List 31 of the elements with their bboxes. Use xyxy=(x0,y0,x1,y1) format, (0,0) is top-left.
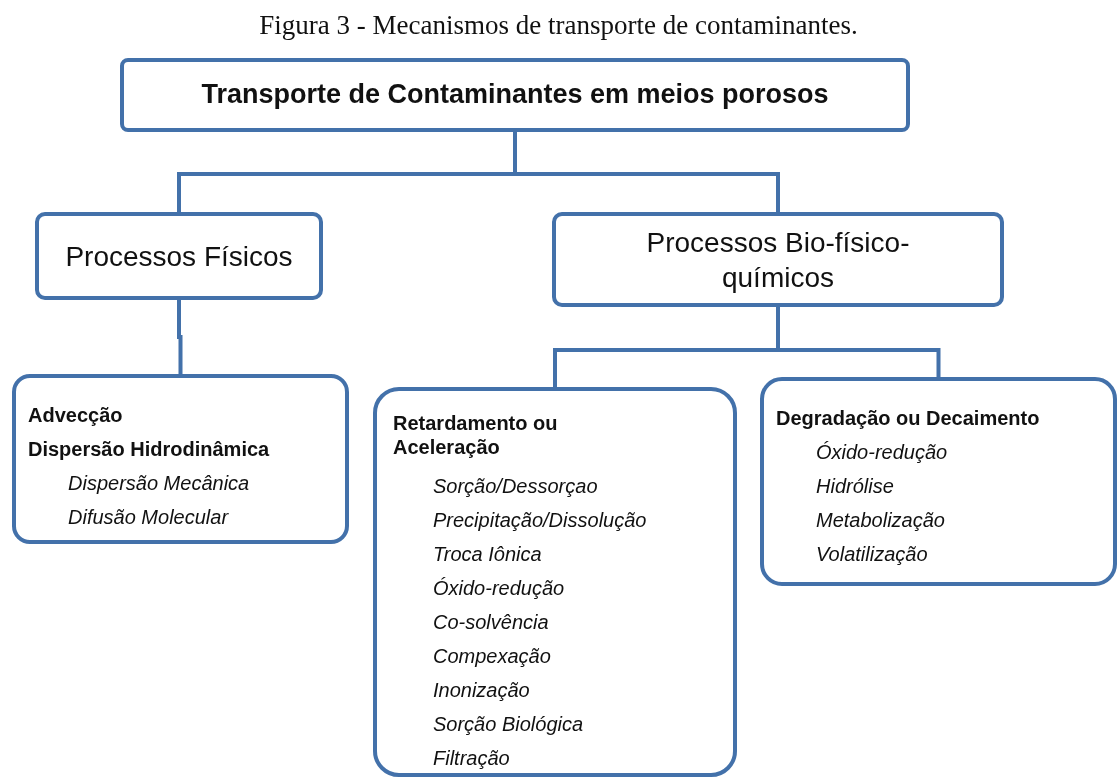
mechanism-item: Compexação xyxy=(432,644,552,669)
group-heading: Dispersão Hidrodinâmica xyxy=(28,437,271,462)
process-list-box xyxy=(760,377,1117,586)
category-box xyxy=(35,212,323,300)
connector-line xyxy=(776,305,941,379)
mechanism-item: Hidrólise xyxy=(815,474,895,499)
mechanism-item: Inonização xyxy=(432,678,531,703)
process-list-box xyxy=(373,387,737,777)
mechanism-item: Filtração xyxy=(432,746,511,771)
mechanism-item: Troca Iônica xyxy=(432,542,543,567)
mechanism-item: Metabolização xyxy=(815,508,946,533)
mechanism-item: Dispersão Mecânica xyxy=(67,471,251,496)
group-heading: Retardamento ou Aceleração xyxy=(393,411,559,459)
box-title: Processos Bio-físico-químicos xyxy=(645,225,911,295)
process-list-box xyxy=(12,374,349,544)
mechanism-item: Óxido-redução xyxy=(815,440,949,465)
figure-title: Figura 3 - Mecanismos de transporte de contaminantes. xyxy=(258,10,859,41)
mechanism-item: Difusão Molecular xyxy=(67,505,230,530)
group-heading: Degradação ou Decaimento xyxy=(776,406,1041,431)
mechanism-item: Co-solvência xyxy=(432,610,550,635)
box-title: Transporte de Contaminantes em meios porosos xyxy=(201,78,829,112)
root-box xyxy=(120,58,910,132)
box-title: Processos Físicos xyxy=(65,239,293,274)
mechanism-item: Volatilização xyxy=(815,542,929,567)
category-box xyxy=(552,212,1004,307)
group-heading: Advecção xyxy=(28,403,124,428)
mechanism-item: Precipitação/Dissolução xyxy=(432,508,648,533)
mechanism-item: Óxido-redução xyxy=(432,576,566,601)
mechanism-item: Sorção/Dessorçao xyxy=(432,474,599,499)
mechanism-item: Sorção Biológica xyxy=(432,712,585,737)
connector-line xyxy=(177,298,183,376)
